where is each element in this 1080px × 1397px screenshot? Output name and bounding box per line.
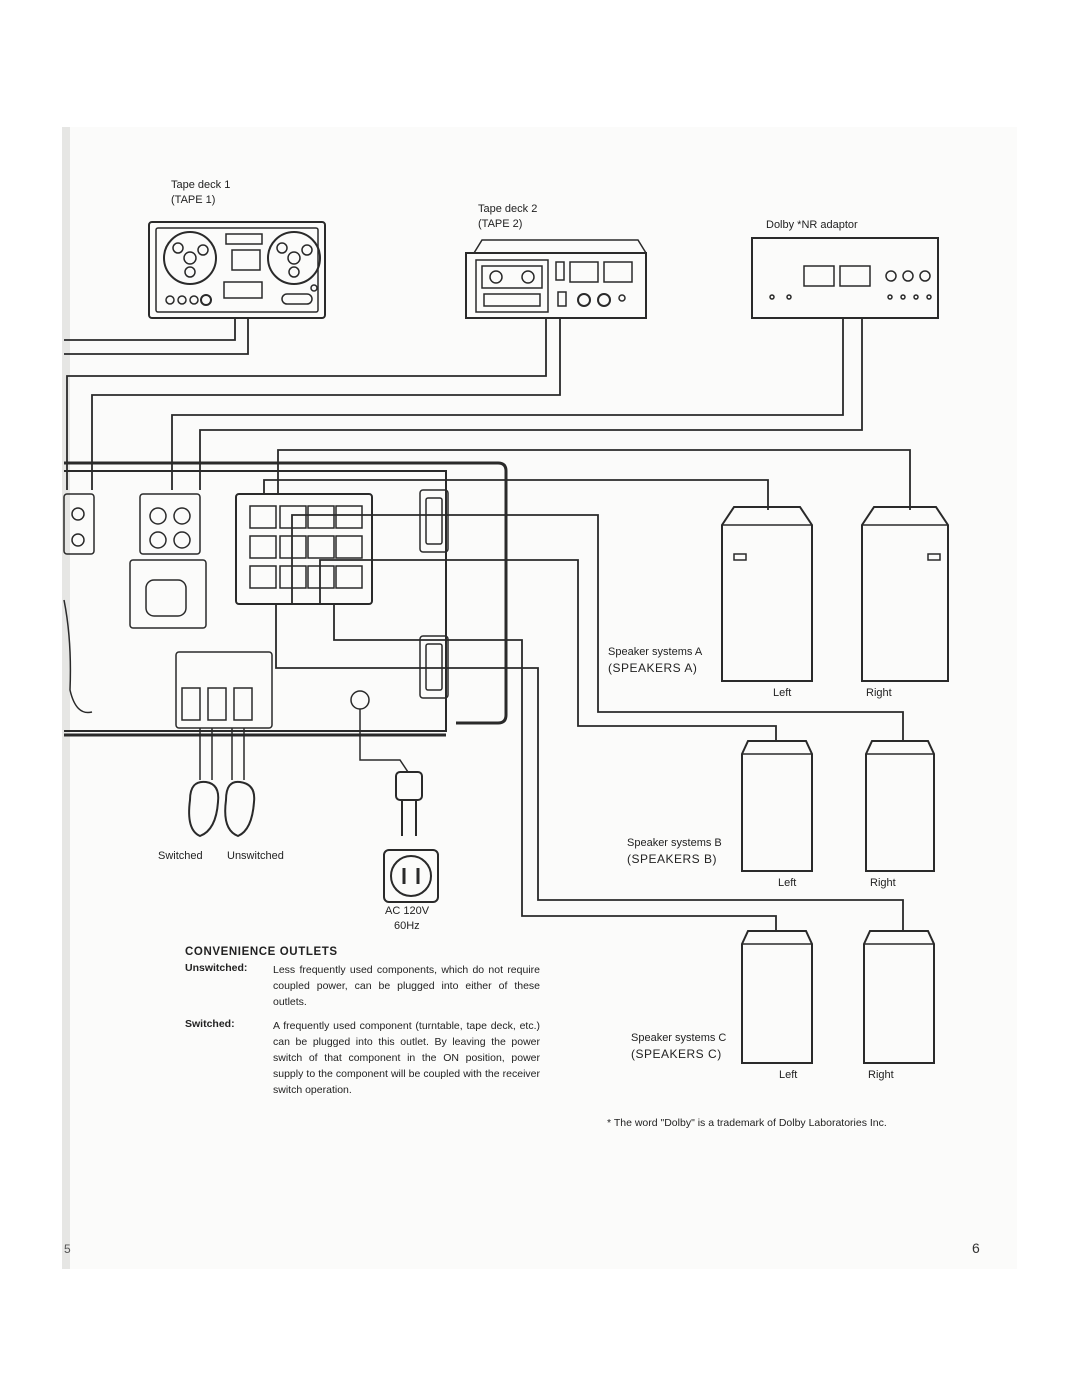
switched-label: Switched: [158, 850, 203, 862]
outlet-plugs-icon: [188, 728, 256, 838]
page-number: 6: [972, 1240, 980, 1256]
note-unswitched: Unswitched: Less frequently used compone…: [185, 962, 540, 1010]
receiver-rear-panel: [63, 461, 508, 737]
tape-deck-2-code: (TAPE 2): [478, 218, 523, 230]
speakers-c-code: (SPEAKERS C): [631, 1047, 722, 1061]
binding-strip: [62, 127, 70, 1269]
ac-voltage-label: AC 120V: [385, 905, 430, 917]
dolby-adaptor-icon: [751, 237, 939, 319]
speaker-c-left-icon: [741, 930, 813, 1064]
speaker-a-right-icon: [861, 506, 949, 682]
tape-deck-1-code: (TAPE 1): [171, 194, 216, 206]
wall-outlet-icon: [383, 849, 439, 903]
speaker-c-right-label: Right: [868, 1069, 894, 1081]
ac-frequency-label: 60Hz: [394, 920, 420, 932]
speaker-b-right-label: Right: [870, 877, 896, 889]
power-cord-icon: [350, 690, 423, 836]
dolby-adaptor-label: Dolby *NR adaptor: [766, 219, 858, 231]
tape-deck-2-label: Tape deck 2: [478, 203, 538, 215]
dolby-trademark-footnote: * The word "Dolby" is a trademark of Dol…: [607, 1117, 887, 1129]
tape-deck-2-icon: [465, 239, 647, 319]
tape-deck-1-icon: [148, 221, 326, 319]
note-switched-term: Switched:: [185, 1018, 235, 1030]
unswitched-label: Unswitched: [227, 850, 284, 862]
speakers-c-label: Speaker systems C: [631, 1032, 727, 1044]
speaker-b-right-icon: [865, 740, 935, 872]
speakers-a-code: (SPEAKERS A): [608, 661, 698, 675]
speaker-c-left-label: Left: [779, 1069, 798, 1081]
note-switched: Switched: A frequently used component (t…: [185, 1018, 540, 1098]
speakers-a-label: Speaker systems A: [608, 646, 703, 658]
speaker-b-left-icon: [741, 740, 813, 872]
speakers-b-label: Speaker systems B: [627, 837, 722, 849]
page-number-left: 5: [64, 1242, 71, 1256]
signal-cables: [64, 318, 863, 490]
speaker-a-left-label: Left: [773, 687, 792, 699]
speaker-c-right-icon: [863, 930, 935, 1064]
speakers-b-code: (SPEAKERS B): [627, 852, 718, 866]
speaker-cables: [263, 449, 911, 932]
note-unswitched-desc: Less frequently used components, which d…: [273, 964, 540, 1008]
note-switched-desc: A frequently used component (turntable, …: [273, 1020, 540, 1096]
note-unswitched-term: Unswitched:: [185, 962, 248, 974]
speaker-a-left-icon: [721, 506, 813, 682]
convenience-outlets-notes: CONVENIENCE OUTLETS Unswitched: Less fre…: [185, 946, 540, 1106]
speaker-b-left-label: Left: [778, 877, 797, 889]
tape-deck-1-label: Tape deck 1: [171, 179, 231, 191]
speaker-a-right-label: Right: [866, 687, 892, 699]
notes-heading: CONVENIENCE OUTLETS: [185, 946, 338, 958]
